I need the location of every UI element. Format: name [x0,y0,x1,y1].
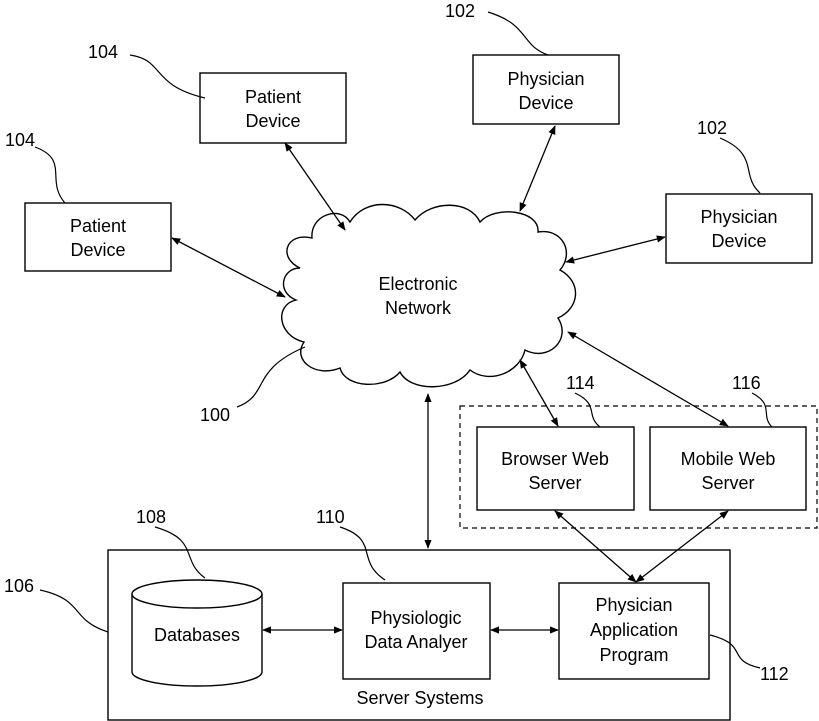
leader-114 [575,393,600,427]
leader-100 [237,347,305,407]
physiologic-data-analyzer-label-line1: Physiologic [370,608,461,628]
physiologic-data-analyzer-box [343,583,490,679]
browser-web-server-label-line2: Server [528,473,581,493]
mobile-web-server-label-line1: Mobile Web [681,449,776,469]
physician-application-program-label-line3: Program [599,645,668,665]
leader-102-right [720,138,760,193]
physician-application-program-label-line1: Physician [595,595,672,615]
edge-physician-device-right-network [566,237,665,262]
edge-patient-device-top-network [285,143,345,230]
ref-106: 106 [4,576,34,596]
electronic-network-cloud [282,205,576,387]
leader-104-left [35,147,65,203]
browser-web-server-node: Browser Web Server [477,427,634,510]
ref-112: 112 [760,664,789,684]
ref-100: 100 [200,405,230,425]
ref-114: 114 [566,373,595,393]
databases-cylinder-top [132,580,262,608]
edge-network-browser-server [520,360,558,426]
physiologic-data-analyzer-node: Physiologic Data Analyer [343,583,490,679]
physician-device-right-node: Physician Device [666,194,812,263]
databases-label: Databases [154,625,240,645]
electronic-network-node: Electronic Network [282,205,576,387]
electronic-network-label-line1: Electronic [378,274,457,294]
patient-device-top-node: Patient Device [200,73,346,143]
physician-device-top-node: Physician Device [473,55,619,124]
physician-device-right-box [666,194,812,263]
physician-application-program-node: Physician Application Program [559,583,709,679]
ref-102-right: 102 [697,118,727,138]
patient-device-left-label-line1: Patient [70,216,126,236]
patient-device-left-label-line2: Device [70,240,125,260]
server-systems-label: Server Systems [356,688,483,708]
physician-device-top-box [473,55,619,124]
edge-physician-device-top-network [520,126,555,211]
ref-104-left: 104 [5,130,35,150]
patient-device-left-box [25,203,171,271]
mobile-web-server-node: Mobile Web Server [650,427,806,510]
ref-116: 116 [732,373,761,393]
patient-device-top-box [200,73,346,143]
ref-110: 110 [316,507,345,527]
electronic-network-label-line2: Network [385,298,452,318]
leader-106 [40,590,108,632]
ref-108: 108 [136,507,166,527]
leader-104-top [130,55,205,98]
databases-node: Databases [132,580,262,686]
mobile-web-server-label-line2: Server [701,473,754,493]
physician-device-right-label-line1: Physician [700,207,777,227]
physician-application-program-label-line2: Application [590,620,678,640]
leader-102-top [488,12,548,55]
patient-device-top-label-line1: Patient [245,87,301,107]
physiologic-data-analyzer-label-line2: Data Analyer [364,632,467,652]
leader-116 [752,393,772,427]
patient-device-left-node: Patient Device [25,203,171,271]
physician-device-top-label-line2: Device [518,93,573,113]
edge-patient-device-left-network [172,238,285,297]
physician-device-top-label-line1: Physician [507,69,584,89]
ref-102-top: 102 [445,1,475,21]
browser-web-server-label-line1: Browser Web [501,449,609,469]
physician-device-right-label-line2: Device [711,231,766,251]
patient-device-top-label-line2: Device [245,111,300,131]
ref-104-top: 104 [88,42,118,62]
